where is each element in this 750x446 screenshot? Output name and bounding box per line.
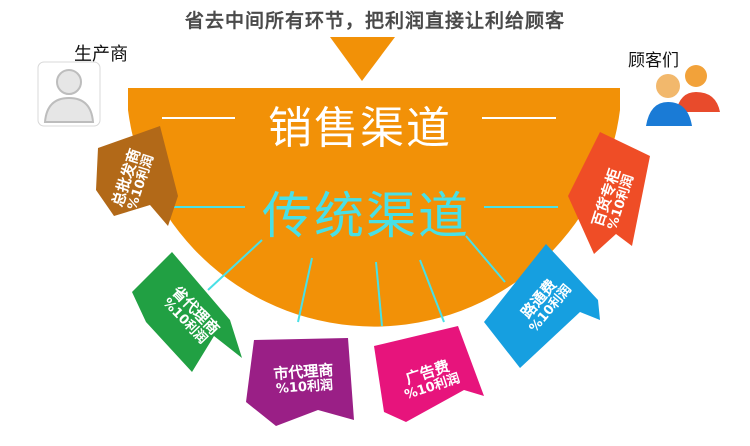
- tag-shape-road: [484, 244, 600, 368]
- customer-label: 顾客们: [628, 51, 679, 71]
- producer-label: 生产商: [74, 44, 128, 65]
- tag-shape-city: [246, 338, 354, 426]
- ray-line: [207, 239, 263, 291]
- ray-line: [297, 257, 313, 323]
- traditional-channel-title: 传统渠道: [262, 187, 470, 245]
- ray-line: [465, 235, 506, 283]
- radiating-lines: [207, 235, 506, 327]
- tag-shape-department: [568, 132, 650, 254]
- tag-shape-province: [132, 252, 242, 372]
- ray-line: [419, 259, 445, 323]
- sales-channel-title: 销售渠道: [268, 103, 452, 154]
- sales-channel-bowl: [128, 88, 620, 327]
- users-group-icon: [646, 65, 720, 126]
- tag-city: 市代理商 %10利润: [257, 355, 352, 405]
- tag-profit: %10利润: [275, 378, 334, 398]
- tag-shape-ads: [374, 326, 484, 422]
- headline: 省去中间所有环节，把利润直接让利给顾客: [184, 10, 565, 32]
- ray-line: [375, 261, 383, 327]
- down-triangle-icon: [330, 37, 395, 81]
- user-gray-icon: [37, 61, 101, 127]
- tag-shape-wholesaler: [96, 126, 178, 226]
